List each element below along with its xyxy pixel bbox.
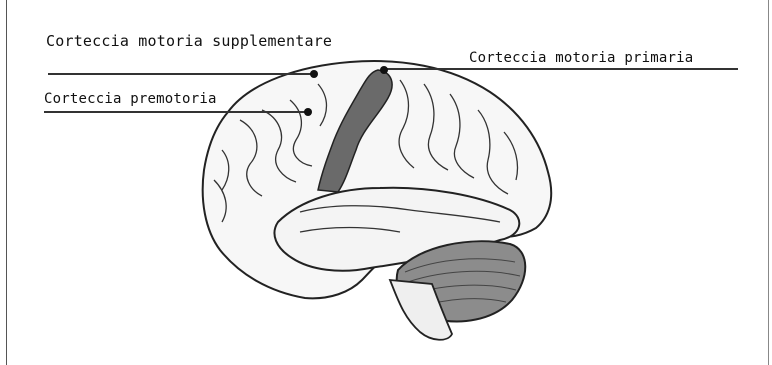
label-premotor-cortex: Corteccia premotoria <box>44 91 217 107</box>
marker-sma <box>310 70 318 78</box>
marker-primary <box>380 66 388 74</box>
label-primary-motor-cortex: Corteccia motoria primaria <box>469 50 693 66</box>
marker-premotor <box>304 108 312 116</box>
label-supplementary-motor-cortex: Corteccia motoria supplementare <box>46 32 332 50</box>
